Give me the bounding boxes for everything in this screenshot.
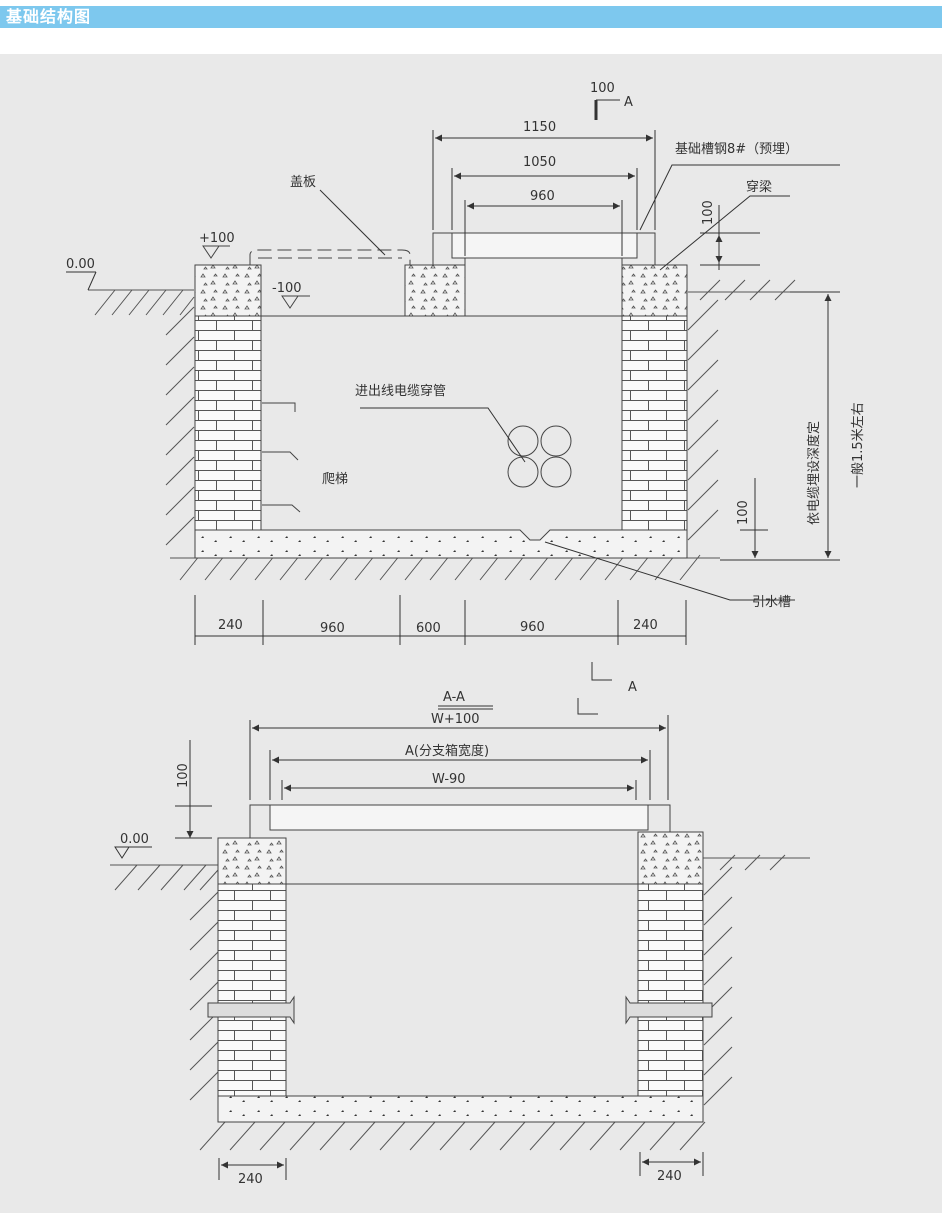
- concrete-mid: [404, 264, 466, 317]
- bottom-dim-5: 240: [633, 618, 658, 633]
- section-dim-240-right: 240: [657, 1169, 682, 1184]
- dim-960: 960: [530, 189, 555, 204]
- floor-slab: [194, 529, 688, 559]
- section-level-zero: 0.00: [120, 832, 149, 847]
- title-bar: 基础结构图: [0, 6, 942, 28]
- section-top-letter: A: [624, 95, 633, 110]
- level-minus: -100: [272, 281, 302, 296]
- cover-plate: [249, 249, 411, 265]
- bottom-dim-2: 960: [320, 621, 345, 636]
- dim-a: A(分支箱宽度): [405, 743, 489, 759]
- section-channel-steel: [269, 804, 649, 831]
- cable-pipe-label: 进出线电缆穿管: [355, 383, 446, 399]
- depth-note: 一般1.5米左右: [850, 402, 866, 488]
- concrete-cap-right: [621, 264, 688, 317]
- section-top-num: 100: [590, 81, 615, 96]
- section-view-labels: A-A W+100 A(分支箱宽度) W-90 100 0.00 240 240: [120, 690, 682, 1187]
- section-conc-left: [217, 837, 287, 885]
- cover-plate-label: 盖板: [290, 175, 316, 190]
- page-title: 基础结构图: [6, 7, 92, 26]
- depth-label: 依电缆埋设深度定: [806, 421, 822, 525]
- brick-wall-right: [621, 315, 688, 531]
- top-view: 100 A 1150 1050 960 基础槽钢8#（预埋） 盖板 穿梁 +10…: [66, 81, 866, 715]
- section-dim-lines: [114, 705, 704, 1180]
- ladder-label: 爬梯: [322, 472, 348, 487]
- dim-100-top: 100: [701, 200, 716, 225]
- dim-1050: 1050: [523, 155, 556, 170]
- top-view-labels: 100 A 1150 1050 960 基础槽钢8#（预埋） 盖板 穿梁 +10…: [66, 81, 866, 695]
- pipe-left: [207, 995, 295, 1025]
- section-floor: [217, 1095, 704, 1123]
- bottom-dim-3: 600: [416, 621, 441, 636]
- opening: [464, 257, 623, 317]
- drain-label: 引水槽: [752, 595, 791, 610]
- concrete-cap-left: [194, 264, 262, 317]
- ground-hatch: [88, 279, 796, 581]
- beam-label: 穿梁: [746, 179, 772, 195]
- channel-steel: [451, 232, 638, 259]
- section-dim-240-left: 240: [238, 1172, 263, 1187]
- ladder-rungs: [262, 402, 301, 513]
- dim-w90: W-90: [432, 772, 466, 787]
- section-title: A-A: [443, 690, 465, 705]
- dim-1150: 1150: [523, 120, 556, 135]
- dim-100-bottom: 100: [736, 500, 751, 525]
- level-zero: 0.00: [66, 257, 95, 272]
- section-brick-right: [637, 881, 704, 1097]
- bottom-dim-4: 960: [520, 620, 545, 635]
- bottom-dim-1: 240: [218, 618, 243, 633]
- section-ground-hatch: [110, 854, 810, 1151]
- brick-wall-left: [194, 315, 262, 531]
- level-plus: +100: [199, 231, 235, 246]
- section-view: A-A W+100 A(分支箱宽度) W-90 100 0.00 240 240: [110, 690, 810, 1187]
- channel-steel-label: 基础槽钢8#（预埋）: [675, 142, 798, 157]
- section-bottom-letter: A: [628, 680, 637, 695]
- dim-lines-top: [66, 99, 840, 715]
- section-conc-right: [637, 831, 704, 885]
- dim-w100: W+100: [431, 712, 480, 727]
- section-dim-100: 100: [176, 763, 191, 788]
- pipe-right: [625, 995, 713, 1025]
- level-plus-symbol: [202, 245, 230, 259]
- level-minus-symbol: [281, 295, 310, 309]
- section-brick-left: [217, 881, 287, 1097]
- cable-pipes: [507, 425, 572, 488]
